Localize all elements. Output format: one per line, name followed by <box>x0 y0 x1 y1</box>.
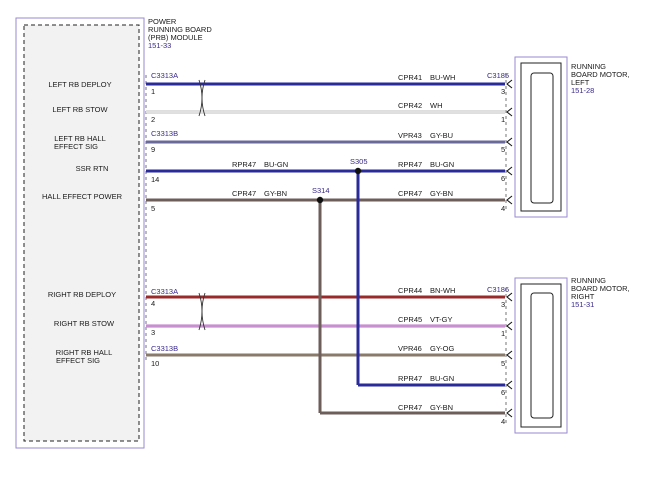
label-right-rb-hall-1: RIGHT RB HALL <box>56 348 113 357</box>
twisted-pair-right <box>198 292 206 331</box>
circuit-right-hall-power-id: CPR47 <box>398 403 422 412</box>
circuit-right-ssr-rtn-color: BU-GN <box>430 374 454 383</box>
circuit-right-deploy-id: CPR44 <box>398 286 422 295</box>
module-connector-a-bottom: C3313A <box>151 287 178 296</box>
module-connector-b-top: C3313B <box>151 129 178 138</box>
motor-left-pin-stow: 1 <box>501 115 505 124</box>
module-pin-hall-power: 5 <box>151 204 155 213</box>
module-connector-b-bottom: C3313B <box>151 344 178 353</box>
motor-right-title-line-1: RUNNING <box>571 276 606 285</box>
circuit-left-stow-id: CPR42 <box>398 101 422 110</box>
motor-left-title: RUNNING BOARD MOTOR, LEFT 151-28 <box>571 62 630 95</box>
circuit-hall-power-id: CPR47 <box>398 189 422 198</box>
splice-s314-label: S314 <box>312 186 330 195</box>
motor-right-connector: C3186 <box>487 285 509 294</box>
motor-left-pin-ssr-rtn: 6 <box>501 174 505 183</box>
motor-left-title-line-3: LEFT <box>571 78 590 87</box>
motor-left-title-line-2: BOARD MOTOR, <box>571 70 630 79</box>
splice-s305-label: S305 <box>350 157 368 166</box>
motor-left-pin-deploy: 3 <box>501 87 505 96</box>
motor-right-title: RUNNING BOARD MOTOR, RIGHT 151-31 <box>571 276 630 309</box>
motor-right-pin-hall-power: 4 <box>501 417 505 426</box>
circuit-right-deploy-color: BN-WH <box>430 286 455 295</box>
circuit-right-ssr-rtn-id: RPR47 <box>398 374 422 383</box>
motor-right-pin-stow: 1 <box>501 329 505 338</box>
motor-right-title-line-3: RIGHT <box>571 292 595 301</box>
motor-left-ref: 151-28 <box>571 86 594 95</box>
circuit-right-hall-color: GY-OG <box>430 344 454 353</box>
motor-left-connector: C3185 <box>487 71 509 80</box>
motor-left-pin-hall-power: 4 <box>501 204 505 213</box>
circuit-left-deploy-color: BU-WH <box>430 73 455 82</box>
module-connector-a-top: C3313A <box>151 71 178 80</box>
motor-left-pin-arrows <box>506 79 513 205</box>
twisted-pair-left <box>198 79 206 117</box>
circuit-left-stow-color: WH <box>430 101 443 110</box>
wire-right-ssr-rtn <box>356 171 505 387</box>
splice-s314 <box>316 196 324 204</box>
module-title-line-1: POWER <box>148 17 177 26</box>
circuit-ssr-rtn-color: BU-GN <box>430 160 454 169</box>
motor-right-pin-hall: 5 <box>501 359 505 368</box>
motor-left-title-line-1: RUNNING <box>571 62 606 71</box>
module-pin-right-stow: 3 <box>151 328 155 337</box>
module-body <box>23 24 140 442</box>
module-ref: 151-33 <box>148 41 171 50</box>
circuit-ssr-rtn-mid-id: RPR47 <box>232 160 256 169</box>
label-hall-power: HALL EFFECT POWER <box>42 192 123 201</box>
motor-right-pin-deploy: 3 <box>501 300 505 309</box>
module-outline <box>15 17 145 449</box>
circuit-ssr-rtn-id: RPR47 <box>398 160 422 169</box>
circuit-hall-power-mid-id: CPR47 <box>232 189 256 198</box>
motor-right-pin-ssr-rtn: 6 <box>501 388 505 397</box>
module-pin-left-hall: 9 <box>151 145 155 154</box>
circuit-left-hall-color: GY-BU <box>430 131 453 140</box>
motor-right-title-line-2: BOARD MOTOR, <box>571 284 630 293</box>
motor-right <box>505 277 568 434</box>
module-title: POWER RUNNING BOARD (PRB) MODULE 151-33 <box>148 17 212 50</box>
module-title-line-2: RUNNING BOARD <box>148 25 212 34</box>
motor-right-pin-arrows <box>506 292 513 418</box>
circuit-labels: CPR41 BU-WH CPR42 WH VPR43 GY-BU RPR47 B… <box>232 73 455 412</box>
motor-left-pin-hall: 5 <box>501 145 505 154</box>
label-right-rb-hall-2: EFFECT SIG <box>56 356 100 365</box>
circuit-hall-power-mid-color: GY-BN <box>264 189 287 198</box>
module-pin-left-stow: 2 <box>151 115 155 124</box>
module-title-line-3: (PRB) MODULE <box>148 33 203 42</box>
splice-s305 <box>354 167 362 175</box>
label-left-rb-hall-2: EFFECT SIG <box>54 142 98 151</box>
circuit-left-hall-id: VPR43 <box>398 131 422 140</box>
motor-left <box>505 56 568 218</box>
label-left-rb-hall-1: LEFT RB HALL <box>54 134 106 143</box>
module-pin-right-deploy: 4 <box>151 299 155 308</box>
circuit-right-hall-power-color: GY-BN <box>430 403 453 412</box>
label-left-rb-stow: LEFT RB STOW <box>52 105 108 114</box>
circuit-hall-power-color: GY-BN <box>430 189 453 198</box>
label-ssr-rtn: SSR RTN <box>76 164 109 173</box>
circuit-left-deploy-id: CPR41 <box>398 73 422 82</box>
circuit-ssr-rtn-mid-color: BU-GN <box>264 160 288 169</box>
circuit-right-hall-id: VPR46 <box>398 344 422 353</box>
label-right-rb-stow: RIGHT RB STOW <box>54 319 115 328</box>
module-pin-left-deploy: 1 <box>151 87 155 96</box>
circuit-right-stow-color: VT-GY <box>430 315 453 324</box>
module-pin-ssr-rtn: 14 <box>151 175 159 184</box>
label-right-rb-deploy: RIGHT RB DEPLOY <box>48 290 116 299</box>
motor-right-ref: 151-31 <box>571 300 594 309</box>
circuit-right-stow-id: CPR45 <box>398 315 422 324</box>
module-pin-right-hall: 10 <box>151 359 159 368</box>
wire-right-hall-power <box>318 200 505 415</box>
label-left-rb-deploy: LEFT RB DEPLOY <box>48 80 111 89</box>
